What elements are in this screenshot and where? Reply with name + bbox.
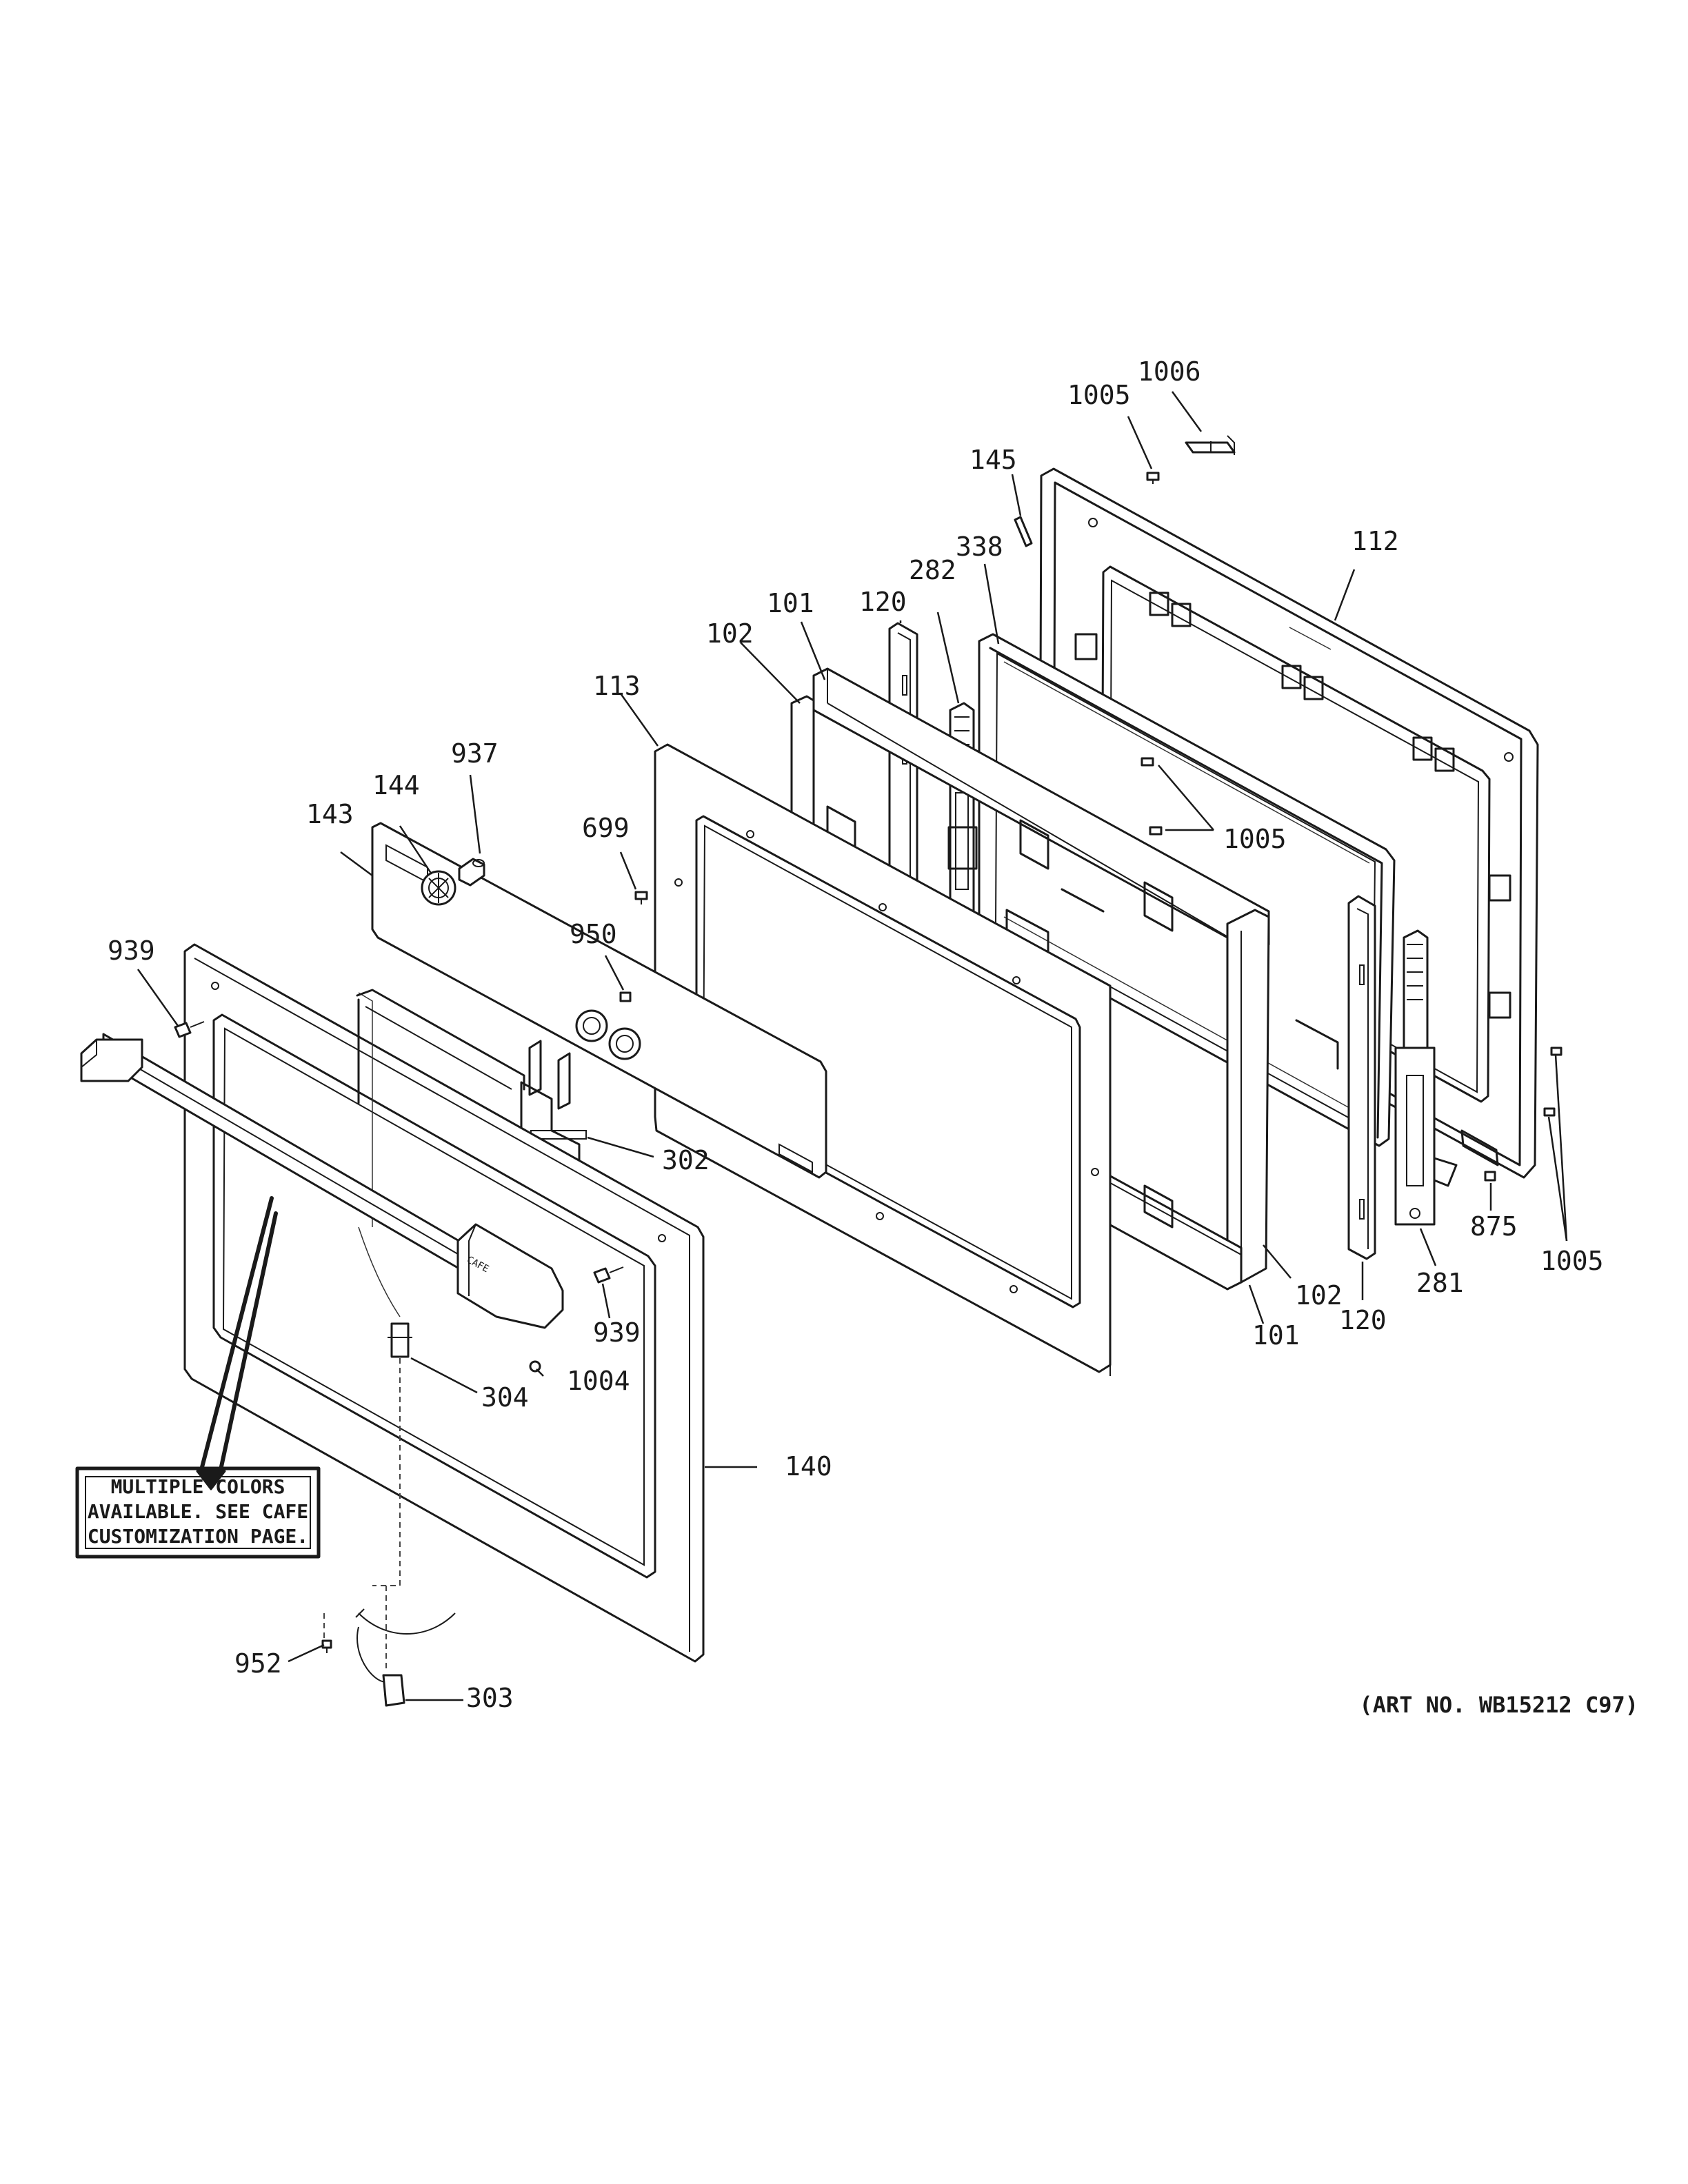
frame-clip-5 bbox=[1488, 874, 1511, 1019]
callout-699: 699 bbox=[582, 813, 630, 843]
callout-303: 303 bbox=[466, 1683, 514, 1713]
callout-102-top: 102 bbox=[706, 618, 754, 649]
callout-937: 937 bbox=[451, 738, 499, 769]
screw-950 bbox=[619, 991, 632, 1002]
note-line-3: CUSTOMIZATION PAGE. bbox=[88, 1525, 308, 1548]
screw-1005-right-b bbox=[1543, 1107, 1556, 1117]
screw-1005-right-a bbox=[1550, 1046, 1563, 1056]
callout-875: 875 bbox=[1470, 1211, 1518, 1242]
callout-113: 113 bbox=[593, 671, 641, 701]
screw-939-right bbox=[593, 1266, 624, 1284]
part-101-insulation bbox=[812, 667, 1270, 1284]
wire-harness-304 bbox=[358, 1226, 412, 1358]
callout-120-top: 120 bbox=[859, 587, 907, 617]
callout-1005-top: 1005 bbox=[1067, 380, 1131, 410]
wire-harness-303 bbox=[355, 1608, 456, 1707]
screw-699 bbox=[634, 891, 648, 904]
callout-143: 143 bbox=[306, 799, 354, 829]
callout-952: 952 bbox=[234, 1648, 282, 1679]
screw-1005-top bbox=[1146, 472, 1160, 484]
callout-950: 950 bbox=[570, 919, 617, 949]
callout-338: 338 bbox=[956, 532, 1003, 562]
screw-1006-clip bbox=[1185, 435, 1236, 455]
art-number: (ART NO. WB15212 C97) bbox=[1359, 1692, 1638, 1718]
frame-clip-2 bbox=[1281, 665, 1324, 700]
callout-labels: 1006 1005 145 112 338 282 120 101 102 11… bbox=[108, 356, 1604, 1713]
part-282-hinge-left bbox=[947, 702, 978, 925]
frame-clip-1 bbox=[1149, 592, 1192, 627]
door-handle: CAFE bbox=[80, 1033, 564, 1329]
callout-1005-right: 1005 bbox=[1540, 1246, 1604, 1276]
callout-140: 140 bbox=[785, 1451, 832, 1482]
callout-1004: 1004 bbox=[567, 1366, 630, 1396]
screw-1005-mid-a bbox=[1141, 757, 1154, 767]
part-120-channel-right bbox=[1347, 895, 1376, 1260]
callout-304: 304 bbox=[481, 1382, 529, 1413]
callout-1006: 1006 bbox=[1138, 356, 1201, 387]
callout-101-bottom: 101 bbox=[1252, 1320, 1300, 1351]
note-line-1: MULTIPLE COLORS bbox=[111, 1475, 285, 1498]
callout-112: 112 bbox=[1352, 526, 1399, 556]
callout-939-left: 939 bbox=[108, 936, 155, 966]
screw-939-left bbox=[174, 1021, 205, 1038]
screw-952 bbox=[321, 1639, 332, 1653]
leader-lines bbox=[137, 391, 1568, 1701]
callout-302: 302 bbox=[662, 1145, 710, 1175]
part-145-clip bbox=[1014, 516, 1033, 547]
note-line-2: AVAILABLE. SEE CAFE bbox=[88, 1500, 308, 1523]
part-143-vent-bracket bbox=[371, 822, 827, 1179]
callout-939-right: 939 bbox=[593, 1317, 641, 1348]
callout-282: 282 bbox=[909, 555, 956, 585]
part-144-vent-grill bbox=[421, 870, 456, 906]
fastener-1004 bbox=[529, 1360, 541, 1373]
part-140-outer-door bbox=[183, 943, 705, 1663]
part-281-hinge-right bbox=[1394, 929, 1458, 1226]
frame-clip-3 bbox=[1412, 736, 1455, 772]
callout-120-bottom: 120 bbox=[1339, 1305, 1387, 1335]
callout-1005-mid: 1005 bbox=[1223, 824, 1287, 854]
screw-1005-mid-b bbox=[1149, 826, 1163, 836]
callout-101-top: 101 bbox=[767, 588, 814, 618]
callout-102-bottom: 102 bbox=[1295, 1280, 1343, 1311]
color-note: MULTIPLE COLORS AVAILABLE. SEE CAFE CUST… bbox=[75, 1196, 321, 1559]
callout-144: 144 bbox=[372, 770, 420, 800]
callout-145: 145 bbox=[969, 445, 1017, 475]
part-937-spacer bbox=[458, 858, 485, 887]
callout-281: 281 bbox=[1416, 1268, 1464, 1298]
dashed-connector-path bbox=[323, 1358, 401, 1668]
screw-875 bbox=[1484, 1171, 1496, 1182]
